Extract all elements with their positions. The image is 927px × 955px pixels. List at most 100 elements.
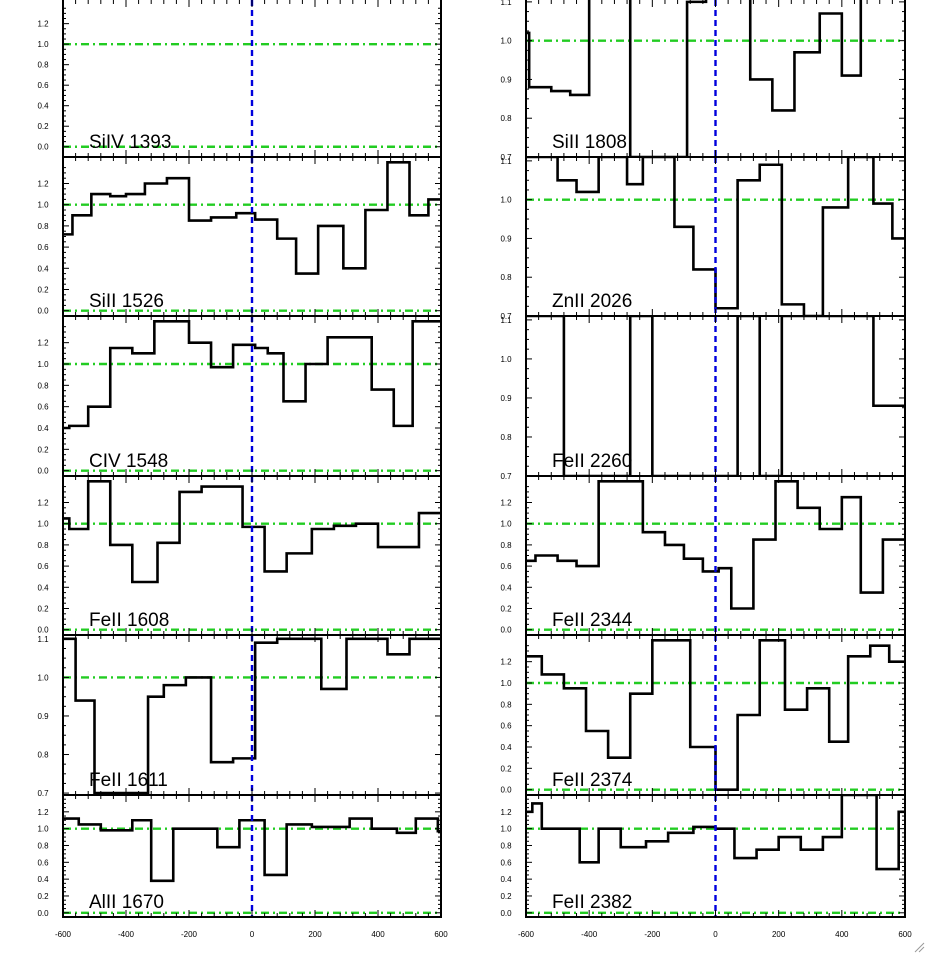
y-tick-label: 1.0 [37,360,49,369]
y-tick-label: 0.6 [37,81,49,90]
y-tick-label: 1.2 [37,339,49,348]
x-tick-label: 600 [434,930,448,939]
y-tick-label: 0.0 [37,626,49,635]
x-tick-label: -600 [518,930,535,939]
y-tick-label: 0.2 [37,122,49,131]
flux-step-line [526,157,905,316]
y-tick-label: 1.0 [500,679,512,688]
x-tick-label: -200 [181,930,198,939]
y-tick-label: 0.0 [37,307,49,316]
flux-step-line [63,480,441,584]
flux-step-line [526,316,905,476]
transition-label: FeII 2374 [552,770,633,791]
y-tick-label: 0.4 [37,102,49,111]
y-tick-label: 1.0 [500,825,512,834]
y-tick-label: 0.8 [37,841,49,850]
y-tick-label: 1.0 [37,520,49,529]
y-tick-label: 1.0 [37,201,49,210]
flux-step-line [526,639,905,791]
y-tick-label: 0.2 [500,892,512,901]
y-tick-label: 0.2 [37,892,49,901]
x-tick-label: 400 [835,930,849,939]
y-tick-label: 0.4 [37,424,49,433]
y-tick-label: 0.6 [37,562,49,571]
y-tick-label: 1.0 [500,37,512,46]
y-tick-label: 0.8 [37,381,49,390]
flux-step-line [63,320,441,430]
y-tick-label: 1.2 [37,20,49,29]
y-tick-label: 0.7 [500,312,512,321]
y-tick-label: 0.8 [500,433,512,442]
x-tick-label: -600 [55,930,72,939]
y-tick-label: 0.4 [37,875,49,884]
y-tick-label: 0.9 [500,394,512,403]
y-tick-label: 0.0 [37,909,49,918]
y-tick-label: 1.1 [500,316,512,325]
x-tick-label: -200 [644,930,661,939]
y-tick-label: 0.9 [500,75,512,84]
y-tick-label: 1.0 [500,520,512,529]
x-tick-label: 200 [308,930,322,939]
y-tick-label: 1.0 [500,355,512,364]
y-tick-label: 0.4 [37,583,49,592]
y-tick-label: 0.8 [37,222,49,231]
flux-step-line [526,0,863,157]
flux-step-line [526,480,905,610]
y-tick-label: 0.0 [500,626,512,635]
y-tick-label: 0.8 [500,114,512,123]
transition-label: FeII 2382 [552,892,632,913]
transition-label: SiIV 1393 [89,132,171,153]
y-tick-label: 1.2 [37,180,49,189]
y-tick-label: 0.7 [500,472,512,481]
y-tick-label: 1.2 [37,499,49,508]
y-tick-label: 0.0 [37,143,49,152]
y-tick-label: 0.6 [500,858,512,867]
x-tick-label: -400 [581,930,598,939]
y-tick-label: 0.4 [37,264,49,273]
y-tick-label: 1.2 [37,808,49,817]
y-tick-label: 1.1 [37,635,49,644]
transition-label: FeII 2344 [552,610,633,631]
y-tick-label: 0.7 [37,789,49,798]
x-tick-label: 400 [371,930,385,939]
y-tick-label: 1.2 [500,808,512,817]
resize-grip-icon[interactable] [913,941,925,953]
x-tick-label: 0 [713,930,718,939]
transition-label: FeII 1611 [89,770,168,791]
y-tick-label: 0.9 [500,234,512,243]
y-tick-label: 0.7 [500,153,512,162]
x-tick-label: 200 [772,930,786,939]
y-tick-label: 1.0 [37,673,49,682]
y-tick-label: 0.6 [37,403,49,412]
x-tick-label: -400 [118,930,135,939]
y-tick-label: 0.4 [500,743,512,752]
y-tick-label: 0.2 [37,445,49,454]
transition-label: ZnII 2026 [552,291,632,312]
flux-step-line [63,161,441,275]
y-tick-label: 0.8 [500,541,512,550]
y-tick-label: 0.8 [500,273,512,282]
y-tick-label: 0.8 [37,751,49,760]
y-tick-label: 1.2 [500,499,512,508]
transition-label: AlII 1670 [89,892,164,913]
y-tick-label: 1.0 [37,825,49,834]
y-tick-label: 1.1 [500,157,512,166]
y-tick-label: 0.2 [500,764,512,773]
y-tick-label: 0.4 [500,583,512,592]
y-tick-label: 0.8 [37,61,49,70]
x-tick-label: 0 [250,930,255,939]
y-tick-label: 0.4 [500,875,512,884]
flux-step-line [63,637,441,795]
x-tick-label: 600 [898,930,912,939]
y-tick-label: 0.0 [37,467,49,476]
y-tick-label: 0.6 [37,243,49,252]
flux-step-line [63,817,441,883]
y-tick-label: 1.1 [500,0,512,7]
y-tick-label: 1.0 [500,196,512,205]
y-tick-label: 0.6 [500,562,512,571]
y-tick-label: 0.8 [37,541,49,550]
y-tick-label: 0.8 [500,841,512,850]
y-tick-label: 0.9 [37,712,49,721]
y-tick-label: 0.0 [500,909,512,918]
